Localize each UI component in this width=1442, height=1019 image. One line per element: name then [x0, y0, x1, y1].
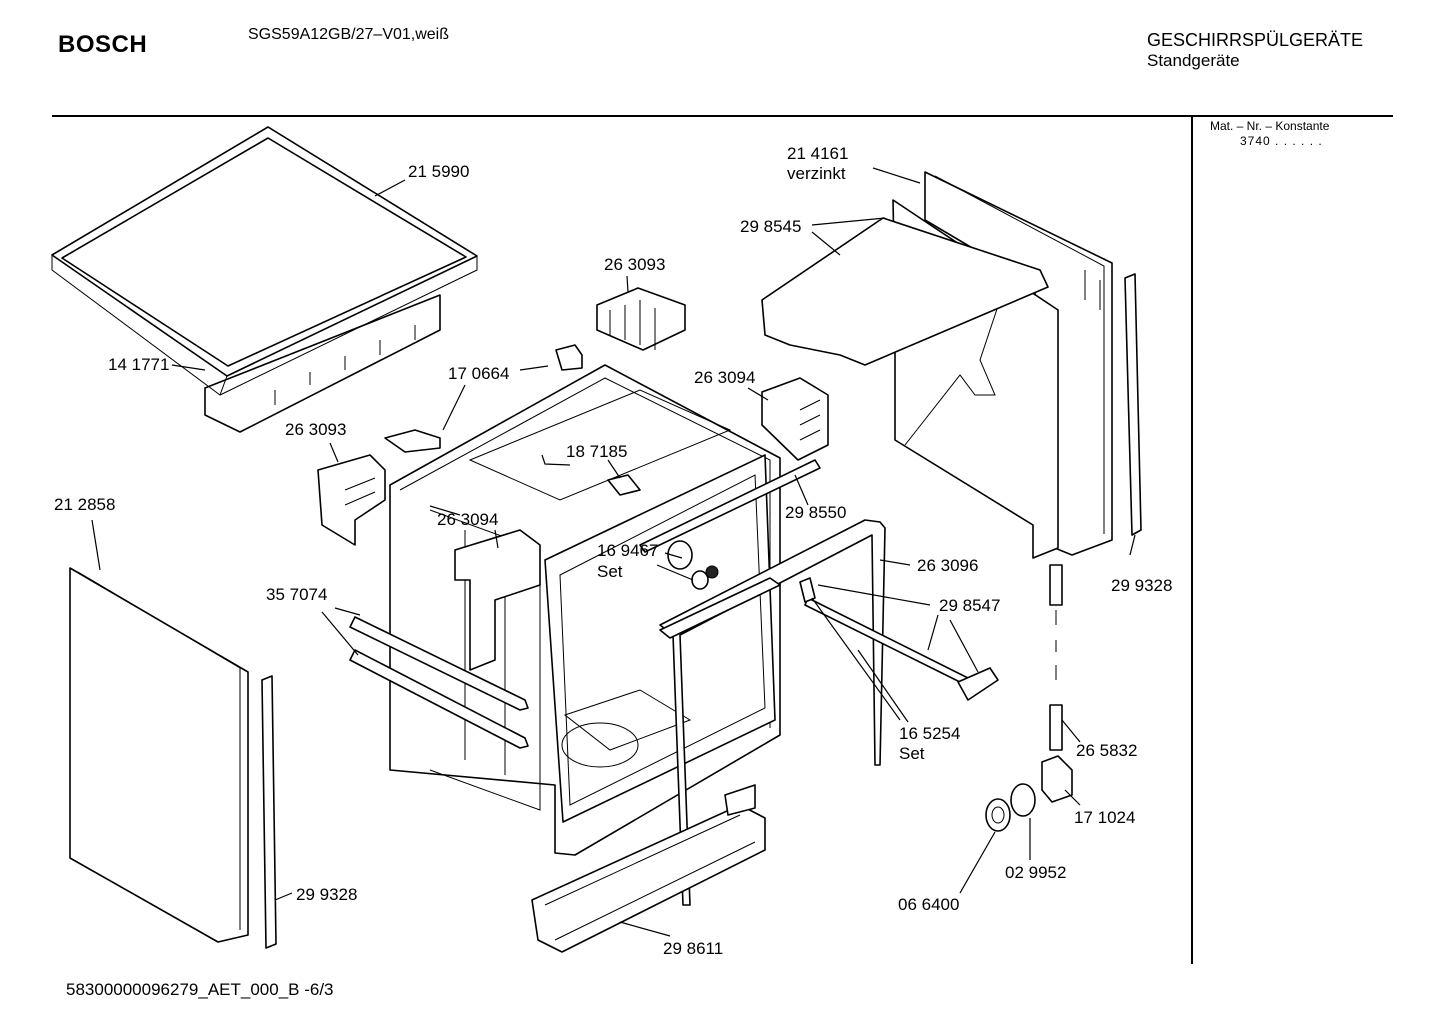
label-298550: 29 8550: [785, 503, 846, 522]
label-214161-note: verzinkt: [787, 164, 846, 183]
label-263096: 26 3096: [917, 556, 978, 575]
drain-hose-parts: [985, 564, 1073, 832]
side-panel-assembly: [761, 171, 1113, 559]
label-029952: 02 9952: [1005, 863, 1066, 882]
label-263093-top: 26 3093: [604, 255, 665, 274]
brand-logo: BOSCH: [58, 31, 148, 58]
label-066400: 06 6400: [898, 895, 959, 914]
material-number-value: 3740 . . . . . .: [1240, 134, 1323, 148]
part-labels: 21 5990 14 1771 26 3093 17 0664 26 3094 …: [54, 144, 1172, 958]
material-number-label: Mat. – Nr. – Konstante: [1210, 119, 1330, 133]
category-title: GESCHIRRSPÜLGERÄTE: [1147, 30, 1364, 50]
label-165254: 16 5254: [899, 724, 960, 743]
leader-lines: [91, 167, 1136, 937]
label-263093-left: 26 3093: [285, 420, 346, 439]
label-169467-set: Set: [597, 562, 623, 581]
trim-strip-right: [1124, 273, 1142, 536]
label-165254-set: Set: [899, 744, 925, 763]
worktop-part: [51, 126, 478, 433]
label-170664: 17 0664: [448, 364, 509, 383]
label-187185: 18 7185: [566, 442, 627, 461]
label-169467: 16 9467: [597, 541, 658, 560]
plinth: [531, 784, 766, 953]
guide-rails: [349, 459, 999, 749]
subcategory-title: Standgeräte: [1147, 51, 1240, 70]
model-number: SGS59A12GB/27–V01,weiß: [248, 26, 450, 43]
label-214161: 21 4161: [787, 144, 848, 163]
label-141771: 14 1771: [108, 355, 169, 374]
label-263094-inner: 26 3094: [437, 510, 498, 529]
trim-strip-left: [261, 675, 277, 949]
label-171024: 17 1024: [1074, 808, 1135, 827]
label-215990: 21 5990: [408, 162, 469, 181]
label-265832: 26 5832: [1076, 741, 1137, 760]
side-panel-left: [69, 567, 249, 943]
label-357074: 35 7074: [266, 585, 327, 604]
header-divider: [52, 115, 1393, 117]
label-298547: 29 8547: [939, 596, 1000, 615]
label-298545: 29 8545: [740, 217, 801, 236]
sidebar-divider: [1191, 116, 1193, 964]
label-212858: 21 2858: [54, 495, 115, 514]
label-299328-right: 29 9328: [1111, 576, 1172, 595]
label-298611: 29 8611: [663, 939, 723, 958]
hinge-brackets: [317, 287, 829, 671]
label-299328-left: 29 9328: [296, 885, 357, 904]
document-id: 58300000096279_AET_000_B -6/3: [66, 980, 334, 999]
label-263094-right: 26 3094: [694, 368, 755, 387]
